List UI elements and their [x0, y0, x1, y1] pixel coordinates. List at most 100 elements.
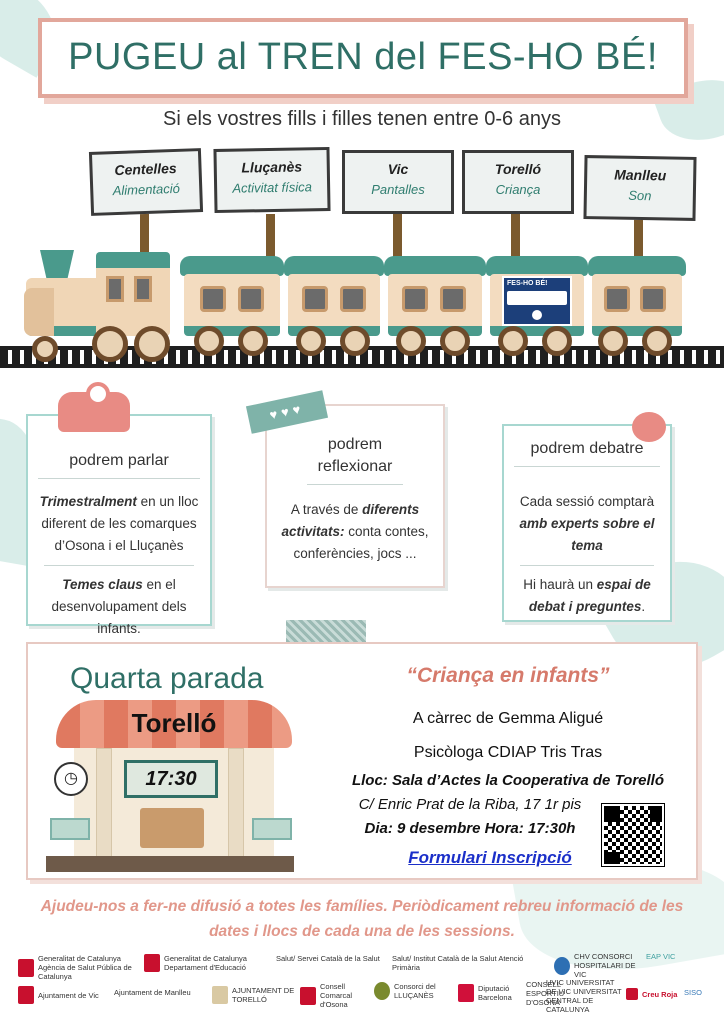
card-podrem-parlar: podrem parlar Trimestralment en un lloc … — [26, 414, 212, 636]
station-time-board: 17:30 — [124, 760, 218, 798]
card-text: Cada sessió comptarà — [519, 494, 655, 509]
wheel — [238, 326, 268, 356]
stop-town: Centelles — [114, 159, 177, 179]
train-car — [284, 256, 384, 356]
stop-sign-vic: Vic Pantalles — [342, 150, 454, 214]
logo-ajuntament-manlleu: Ajuntament de Manlleu — [114, 988, 191, 997]
card-bold-text: diferents activitats: — [281, 502, 420, 539]
divider — [520, 565, 654, 566]
card-paragraph: A través de diferents activitats: conta … — [275, 493, 435, 571]
card-paragraph: Hi haurà un espai de debat i preguntes. — [512, 568, 662, 624]
stop-sign-llucanes: Lluçanès Activitat física — [213, 146, 331, 214]
clip-decoration — [58, 382, 130, 432]
card-bold-text: espai de debat i preguntes — [528, 577, 651, 614]
stop-town: Lluçanès — [241, 158, 303, 176]
sign-pole — [511, 210, 520, 260]
station-platform — [46, 856, 294, 872]
stop-sign-torello: Torelló Criança — [462, 150, 574, 214]
session-speaker: A càrrec de Gemma Aligué — [412, 710, 604, 727]
station-column — [228, 748, 244, 860]
logo-consell-comarcal-osona: Consell Comarcal d'Osona — [300, 982, 372, 1009]
tape-decoration — [286, 620, 366, 642]
logo-ajuntament-vic: Ajuntament de Vic — [18, 986, 108, 1004]
registration-form-link[interactable]: Formulari Inscripció — [408, 848, 572, 867]
wheel — [194, 326, 224, 356]
wheel — [498, 326, 528, 356]
station-awning — [56, 700, 292, 748]
heart-pin-icon — [632, 412, 666, 442]
clock-icon: ◷ — [54, 762, 88, 796]
wheel — [92, 326, 128, 362]
card-paragraph: Trimestralment en un lloc diferent de le… — [36, 485, 202, 563]
card-text: en el desenvolupament dels infants. — [51, 577, 187, 636]
wheel — [134, 326, 170, 362]
session-speaker-role: Psicòloga CDIAP Tris Tras — [413, 744, 603, 761]
logo-uvic: UVIC UNIVERSITAT DE VIC UNIVERSITAT CENT… — [546, 978, 622, 1014]
fes-ho-be-panel-label: FES-HO BÉ! — [507, 280, 548, 287]
stop-town: Torelló — [494, 161, 542, 177]
wheel — [598, 326, 628, 356]
session-title: “Criança en infants” — [406, 664, 610, 687]
session-address: C/ Enric Prat de la Riba, 17 1r pis — [358, 796, 582, 813]
sponsor-logos: Generalitat de Catalunya Agència de Salu… — [14, 948, 714, 1018]
logo-creu-roja: Creu Roja — [626, 988, 684, 1000]
stop-topic: Activitat física — [232, 179, 312, 196]
train-car-featured: FES-HO BÉ! — [486, 256, 588, 356]
wheel — [340, 326, 370, 356]
card-paragraph: Temes claus en el desenvolupament dels i… — [36, 568, 202, 646]
card-text: . — [641, 599, 646, 614]
stop-topic: Criança — [495, 182, 541, 197]
wheel — [642, 326, 672, 356]
card-text: A través de — [290, 502, 363, 517]
stop-town: Vic — [387, 161, 409, 177]
card-podrem-reflexionar: podrem reflexionar A través de diferents… — [265, 404, 445, 588]
bench-icon — [140, 808, 204, 848]
locomotive-cab — [96, 252, 170, 336]
sign-pole — [393, 210, 402, 260]
sign-pole — [140, 210, 149, 262]
logo-siso: SISO — [684, 988, 702, 997]
wheel — [32, 336, 58, 362]
station-railing — [252, 818, 292, 840]
divider — [44, 565, 194, 566]
card-bold-text: Trimestralment — [39, 494, 137, 509]
logo-ics: Salut/ Institut Català de la Salut Atenc… — [392, 954, 524, 972]
logo-catsalut: Salut/ Servei Català de la Salut — [276, 954, 380, 963]
title-banner: PUGEU al TREN del FES-HO BÉ! — [38, 18, 688, 98]
hour-label: Hora: — [484, 820, 524, 837]
stop-heading: Quarta parada — [70, 662, 264, 695]
session-place: Lloc: Sala d’Actes la Cooperativa de Tor… — [330, 772, 686, 789]
card-heading: podrem debatre — [514, 438, 660, 467]
logo-consell-esportiu: CONSELL ESPORTIU D'OSONA — [526, 980, 565, 1007]
train-car — [384, 256, 486, 356]
sign-pole — [266, 214, 275, 260]
logo-chv: CHV CONSORCI HOSPITALARI DE VIC — [554, 952, 640, 979]
logo-ajuntament-torello: AJUNTAMENT DE TORELLÓ — [212, 986, 296, 1004]
station-railing — [50, 818, 90, 840]
page-title: PUGEU al TREN del FES-HO BÉ! — [68, 36, 658, 78]
card-text: en un lloc diferent de les comarques d’O… — [41, 494, 199, 553]
card-heading: podrem parlar — [38, 450, 200, 479]
qr-code-icon[interactable] — [601, 803, 665, 867]
logo-agencia-salut-publica: Generalitat de Catalunya Agència de Salu… — [18, 954, 134, 981]
wheel — [440, 326, 470, 356]
card-text: Hi haurà un — [523, 577, 597, 592]
stop-topic: Alimentació — [112, 180, 181, 199]
page-subtitle: Si els vostres fills i filles tenen entr… — [163, 108, 561, 130]
card-text: conta contes, conferències, jocs ... — [293, 524, 429, 561]
logo-departament-educacio: Generalitat de Catalunya Departament d'E… — [144, 954, 268, 972]
card-podrem-debatre: podrem debatre Cada sessió comptarà amb … — [502, 424, 672, 622]
stop-sign-manlleu: Manlleu Son — [583, 155, 697, 221]
logo-eap-vic: EAP VIC — [646, 952, 676, 961]
footer-note: Ajudeu-nos a fer-ne difusió a totes les … — [40, 898, 684, 940]
wheel — [542, 326, 572, 356]
stop-topic: Pantalles — [371, 182, 425, 197]
fes-ho-be-panel: FES-HO BÉ! — [502, 276, 572, 326]
card-heading: podrem reflexionar — [307, 434, 403, 485]
train-car — [180, 256, 284, 356]
date-value: 9 desembre — [397, 820, 481, 837]
station-name: Torelló — [131, 708, 217, 738]
wheel — [396, 326, 426, 356]
wheel — [296, 326, 326, 356]
card-bold-text: amb experts sobre el tema — [519, 516, 655, 553]
